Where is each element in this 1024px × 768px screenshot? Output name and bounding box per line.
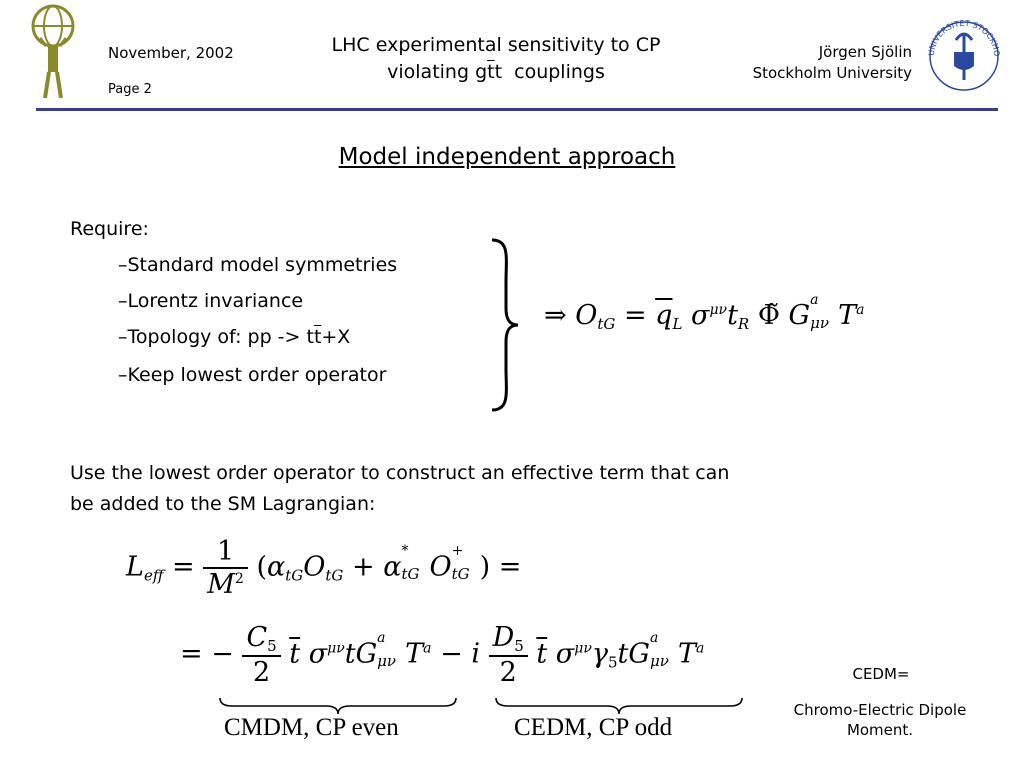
title-t: t: [494, 61, 503, 83]
cedm-note-line-2: Chromo-Electric Dipole: [793, 701, 967, 719]
title-line-2: violating gtt couplings: [262, 59, 730, 86]
paragraph: Use the lowest order operator to constru…: [70, 458, 729, 520]
title-line-1: LHC experimental sensitivity to CP: [331, 34, 661, 56]
requirement-item: –Lorentz invariance: [118, 290, 304, 312]
cmdm-underbrace: [219, 697, 457, 715]
requirement-item: –Topology of: pp -> tt+X: [118, 326, 350, 348]
title-line-2-prefix: violating g: [387, 61, 488, 83]
topology-tbar: t: [313, 326, 322, 348]
atlas-logo: [31, 4, 75, 99]
cmdm-label: CMDM, CP even: [224, 714, 399, 741]
cedm-note-title: CEDM=: [852, 665, 910, 683]
cedm-note-body: Chromo-Electric Dipole Moment.: [766, 700, 994, 740]
author-name: Jörgen Sjölin: [818, 43, 912, 61]
paragraph-line-2: be added to the SM Lagrangian:: [70, 493, 376, 515]
right-brace: [491, 238, 519, 412]
author-block: Jörgen Sjölin Stockholm University: [753, 42, 912, 84]
paragraph-line-1: Use the lowest order operator to constru…: [70, 462, 730, 484]
topology-suffix: +X: [321, 326, 351, 348]
header-rule: [36, 108, 998, 111]
title-tbar: t: [487, 61, 495, 83]
require-label: Require:: [70, 218, 149, 240]
header-date: November, 2002: [108, 44, 234, 62]
requirement-item: –Keep lowest order operator: [118, 364, 387, 386]
university-seal: UNIVERSITET STOCKHOLMS: [926, 14, 1001, 91]
slide-title: LHC experimental sensitivity to CP viola…: [262, 32, 730, 86]
requirement-text: –Topology of: pp -> t: [118, 326, 314, 348]
section-heading: Model independent approach: [338, 144, 676, 170]
cedm-note-line-3: Moment.: [846, 721, 914, 739]
author-affiliation: Stockholm University: [752, 64, 912, 82]
requirement-item: –Standard model symmetries: [118, 254, 398, 276]
cedm-label: CEDM, CP odd: [514, 714, 673, 741]
page-number: Page 2: [108, 82, 152, 97]
cedm-underbrace: [495, 697, 743, 715]
title-line-2-suffix: couplings: [502, 61, 605, 83]
